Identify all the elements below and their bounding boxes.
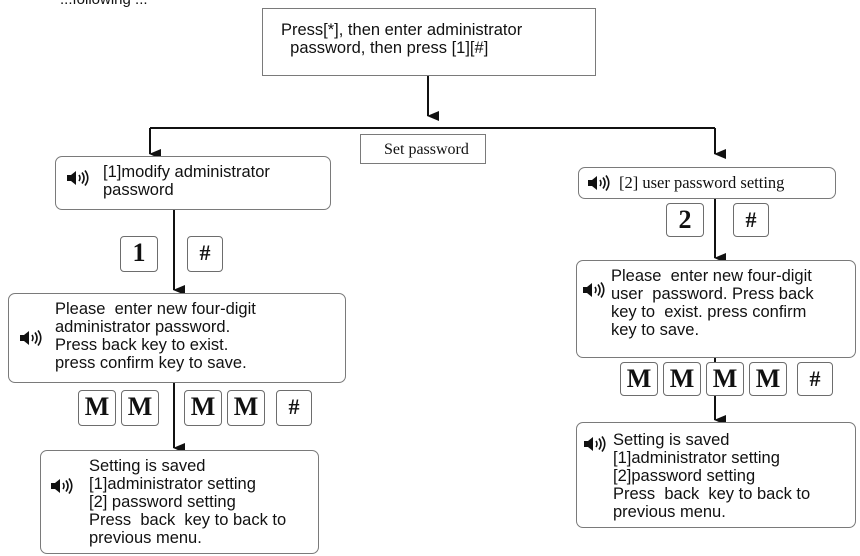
left-prompt-text: Please enter new four-digit administrato… (55, 300, 256, 372)
right-prompt-box: Please enter new four-digit user passwor… (576, 260, 856, 358)
left-prompt-box: Please enter new four-digit administrato… (8, 293, 346, 383)
speaker-icon (51, 478, 73, 494)
start-box: Press[*], then enter administrator passw… (262, 8, 596, 76)
speaker-icon (584, 436, 606, 452)
left-option-box: [1]modify administrator password (55, 156, 331, 210)
set-password-label: Set password (384, 141, 469, 158)
key-m[interactable]: M (620, 362, 658, 396)
key-m[interactable]: M (184, 390, 222, 426)
start-text: Press[*], then enter administrator passw… (281, 21, 523, 57)
speaker-icon (67, 170, 89, 186)
key-m[interactable]: M (749, 362, 787, 396)
key-hash[interactable]: # (797, 362, 833, 396)
key-m[interactable]: M (706, 362, 744, 396)
key-hash[interactable]: # (187, 236, 223, 272)
right-prompt-text: Please enter new four-digit user passwor… (611, 267, 814, 339)
right-result-text: Setting is saved [1]administrator settin… (613, 431, 811, 521)
top-caption: ...following ... (60, 0, 148, 9)
left-result-box: Setting is saved [1]administrator settin… (40, 450, 319, 554)
speaker-icon (20, 330, 42, 346)
key-m[interactable]: M (121, 390, 159, 426)
key-m[interactable]: M (663, 362, 701, 396)
right-option-box: [2] user password setting (578, 167, 836, 199)
right-result-box: Setting is saved [1]administrator settin… (576, 422, 856, 528)
set-password-box: Set password (360, 134, 486, 164)
key-1[interactable]: 1 (120, 236, 158, 272)
key-hash[interactable]: # (276, 390, 312, 426)
key-m[interactable]: M (227, 390, 265, 426)
left-result-text: Setting is saved [1]administrator settin… (89, 457, 287, 547)
speaker-icon (583, 282, 605, 298)
key-m[interactable]: M (78, 390, 116, 426)
speaker-icon (588, 175, 610, 191)
left-option-text: [1]modify administrator password (103, 163, 270, 199)
right-option-text: [2] user password setting (619, 173, 785, 192)
key-2[interactable]: 2 (666, 203, 704, 237)
key-hash[interactable]: # (733, 203, 769, 237)
